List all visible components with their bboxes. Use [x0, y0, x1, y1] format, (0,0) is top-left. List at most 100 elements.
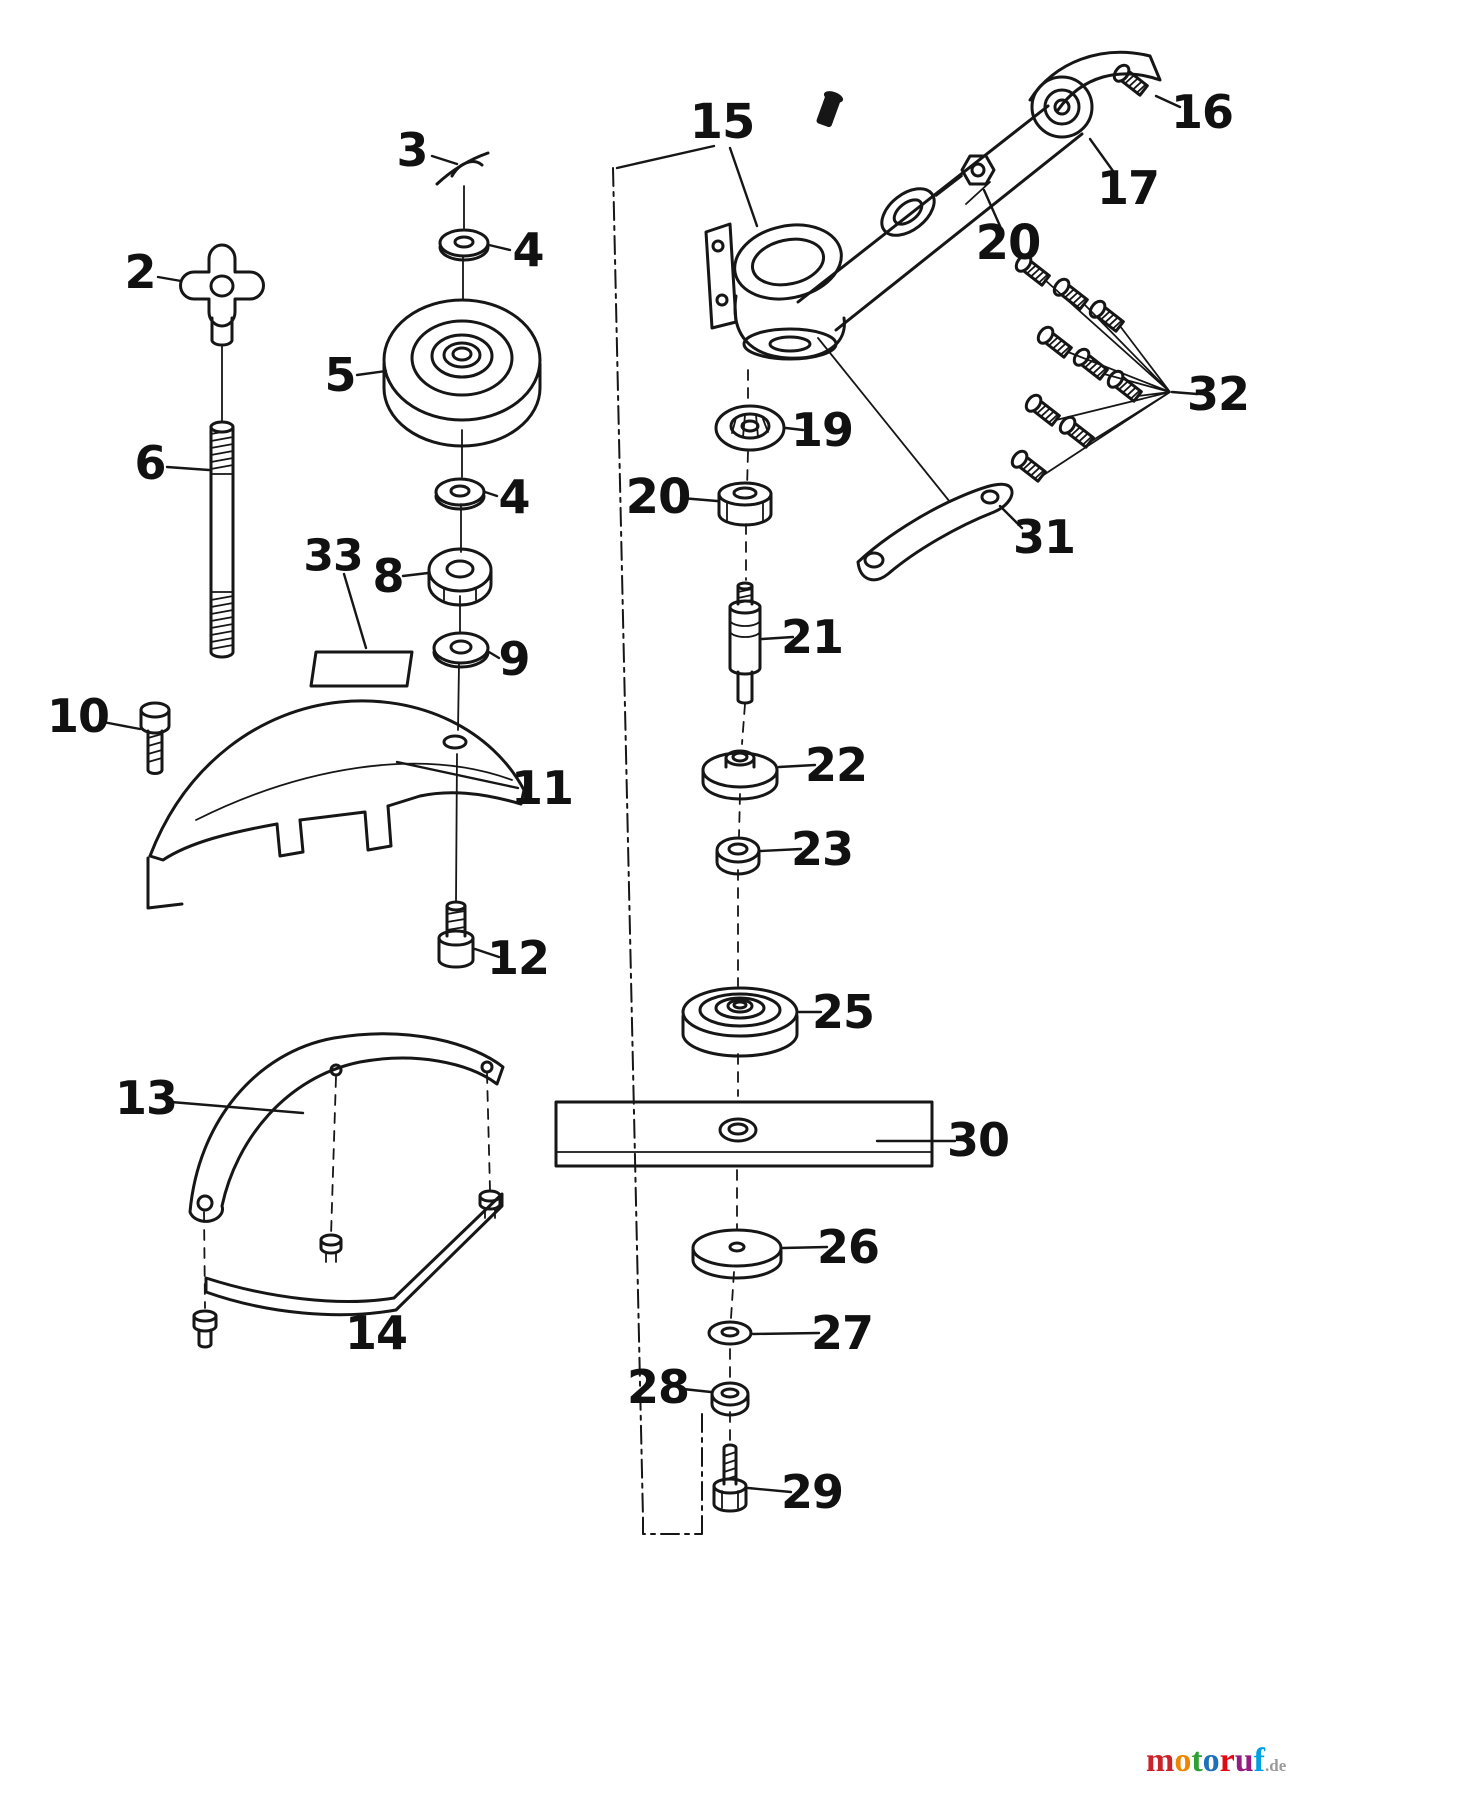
part-25-spool — [681, 986, 799, 1058]
part-31-clamp — [856, 482, 1014, 582]
watermark-letter-f: f — [1253, 1742, 1265, 1779]
leader-line-part-4 — [483, 490, 499, 498]
part-6-shaft — [209, 420, 235, 659]
part-label-14: 14 — [345, 1306, 407, 1360]
part-label-28: 28 — [627, 1360, 689, 1414]
part-20-nut-top — [960, 154, 996, 186]
leader-line-part-10 — [101, 720, 142, 731]
leader-line-part-5 — [355, 369, 388, 377]
part-33-plate — [309, 650, 414, 688]
leader-line-part-11 — [395, 760, 520, 790]
part-15-gearbox-housing — [704, 222, 846, 361]
part-label-26: 26 — [817, 1220, 879, 1274]
part-label-9: 9 — [498, 632, 529, 686]
part-label-31: 31 — [1013, 510, 1075, 564]
part-label-5: 5 — [324, 348, 355, 402]
leader-line-part-2 — [156, 275, 183, 283]
part-3-cotter-pin — [435, 151, 490, 186]
watermark-letter-o: o — [1174, 1742, 1192, 1779]
part-14-bracket — [192, 1189, 504, 1349]
part-11-guard — [146, 699, 526, 910]
part-label-17: 17 — [1097, 161, 1159, 215]
part-19-bearing — [714, 404, 786, 452]
leader-line-part-8 — [401, 571, 430, 578]
part-label-22: 22 — [805, 738, 867, 792]
watermark-letter-u: u — [1234, 1742, 1254, 1779]
part-label-25: 25 — [812, 985, 874, 1039]
part-28-nut — [710, 1381, 750, 1417]
part-label-4: 4 — [512, 223, 543, 277]
part-label-12: 12 — [487, 931, 549, 985]
watermark-motoruf: motoruf.de — [1146, 1744, 1286, 1778]
part-label-19: 19 — [791, 403, 853, 457]
part-label-3: 3 — [396, 123, 427, 177]
part-label-15: 15 — [690, 94, 755, 150]
part-label-32: 32 — [1187, 367, 1249, 421]
part-8-nut — [427, 547, 493, 607]
part-17-roller — [1030, 75, 1094, 139]
leader-line-part-13 — [169, 1100, 305, 1115]
part-label-33: 33 — [303, 531, 362, 582]
leader-line-part-9 — [487, 650, 501, 660]
watermark-letter-m: m — [1146, 1742, 1175, 1779]
assembly-axis-lines — [221, 185, 951, 903]
centerline-dashdot — [612, 167, 703, 1535]
part-26-disc — [691, 1228, 783, 1280]
part-2-star-knob — [179, 243, 265, 347]
part-5-pulley — [382, 298, 542, 448]
part-22-bearing — [701, 749, 779, 801]
leader-line-part-20 — [982, 188, 1002, 228]
leader-line-part-19 — [784, 426, 805, 432]
part-30-blade — [554, 1100, 934, 1168]
leader-line-part-29 — [746, 1486, 793, 1494]
part-label-29: 29 — [781, 1465, 843, 1519]
part-label-23: 23 — [791, 822, 853, 876]
part-10-bolt — [139, 701, 171, 775]
part-29-bolt — [712, 1443, 748, 1513]
part-12-bolt — [437, 900, 475, 969]
leader-line-part-15 — [728, 146, 759, 228]
tube-stud-bolt — [816, 91, 844, 128]
leader-line-part-22 — [777, 763, 817, 769]
part-label-16: 16 — [1171, 85, 1233, 139]
leader-line-part-20 — [679, 496, 719, 503]
part-axis-dashed — [203, 369, 749, 1445]
part-label-20: 20 — [626, 469, 691, 525]
leader-line-part-17 — [1088, 137, 1115, 173]
part-label-10: 10 — [47, 689, 109, 743]
leader-line-part-3 — [430, 154, 459, 166]
part-label-27: 27 — [811, 1306, 873, 1360]
part-label-6: 6 — [134, 436, 165, 490]
leader-line-part-33 — [342, 572, 368, 650]
part-label-20: 20 — [976, 215, 1041, 271]
leader-line-part-6 — [165, 465, 211, 472]
leader-line-part-16 — [1154, 94, 1182, 109]
part-4-washer-upper — [438, 228, 490, 262]
part-20-bushing — [717, 481, 773, 527]
leader-line-part-26 — [781, 1245, 829, 1250]
part-16-bolt — [1109, 60, 1151, 100]
leader-line-part-28 — [681, 1387, 713, 1394]
watermark-suffix: .de — [1265, 1756, 1287, 1775]
leader-line-part-27 — [751, 1331, 821, 1336]
part-4-washer-lower — [434, 477, 486, 511]
part-label-11: 11 — [511, 761, 573, 815]
part-13-guard — [188, 1032, 505, 1223]
part-21-shaft — [728, 581, 762, 705]
gearbox-tube-assembly — [796, 50, 1162, 332]
part-23-locknut — [715, 836, 761, 876]
leader-line-part-12 — [473, 947, 501, 959]
leader-line-part-23 — [759, 847, 803, 853]
leader-line-part-4 — [487, 243, 512, 252]
part-label-8: 8 — [372, 549, 403, 603]
part-32-bolt-set — [1007, 250, 1171, 486]
part-label-30: 30 — [947, 1113, 1009, 1167]
watermark-letter-r: r — [1219, 1742, 1235, 1779]
part-label-4: 4 — [498, 470, 529, 524]
part-label-21: 21 — [781, 610, 843, 664]
watermark-letter-t: t — [1191, 1742, 1203, 1779]
part-label-13: 13 — [115, 1071, 177, 1125]
